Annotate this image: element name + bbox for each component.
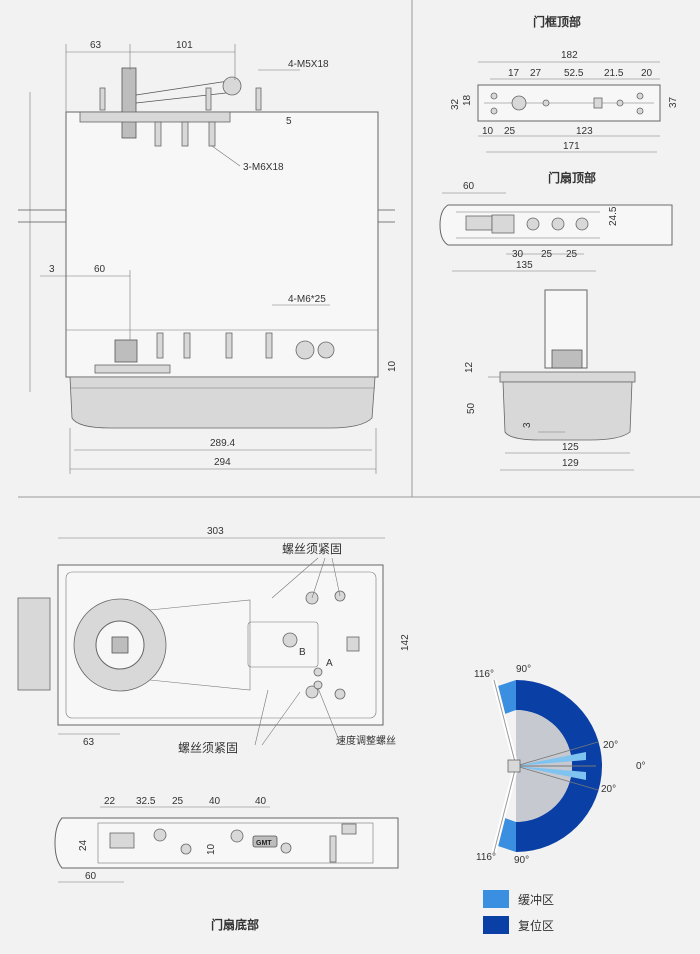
dim-60-leaftop: 60	[463, 181, 475, 192]
dim-125: 125	[562, 442, 579, 453]
dim-182: 182	[561, 50, 578, 61]
frame-top-view: 门框顶部 182 17 27 52.5 21.5 20 32 18 37 10 …	[450, 14, 679, 153]
leaf-bottom-view: 22 32.5 25 40 40 GMT 24 10 60 门扇底部	[54, 796, 399, 932]
side-view: 12 50 3 125 129	[464, 289, 636, 471]
legend-reset-swatch	[483, 916, 509, 934]
leaf-bottom-plate	[54, 817, 399, 869]
angle-90-top: 90°	[516, 664, 531, 675]
dim-18: 18	[462, 94, 473, 106]
legend: 缓冲区 复位区	[483, 890, 554, 934]
dim-171: 171	[563, 141, 580, 152]
dim-123: 123	[576, 126, 593, 137]
dim-10-bottom: 10	[206, 843, 217, 855]
legend-reset-label: 复位区	[518, 918, 554, 933]
dim-32: 32	[450, 98, 461, 110]
dim-21-5: 21.5	[604, 68, 624, 79]
dim-3-side: 3	[522, 422, 533, 428]
label-b: B	[299, 647, 306, 658]
dim-294: 294	[214, 457, 231, 468]
closer-casing	[69, 376, 376, 429]
angle-0: 0°	[636, 761, 646, 772]
dim-101: 101	[176, 40, 193, 51]
dim-25-b: 25	[566, 249, 578, 260]
buffer-zone-arc-bottom	[498, 818, 516, 852]
gmt-badge: GMT	[256, 840, 272, 847]
dim-289-4: 289.4	[210, 438, 235, 449]
leaf-top-title: 门扇顶部	[548, 170, 596, 185]
dim-30: 30	[512, 249, 524, 260]
screw-label-mid: 3-M6X18	[243, 162, 284, 173]
legend-buffer-swatch	[483, 890, 509, 908]
buffer-wedge-bottom	[516, 766, 586, 780]
dim-25-a: 25	[541, 249, 553, 260]
label-screw-tighten-top: 螺丝须紧固	[282, 542, 342, 556]
top-screw-row	[99, 87, 262, 147]
dim-63: 63	[90, 40, 102, 51]
dim-10: 10	[387, 360, 398, 372]
dim-37: 37	[668, 96, 679, 108]
dim-63-plan: 63	[83, 737, 95, 748]
dim-50: 50	[466, 402, 477, 414]
pivot-block	[114, 339, 138, 363]
dim-142: 142	[400, 634, 411, 651]
dim-20: 20	[641, 68, 653, 79]
reset-zone-arc	[516, 680, 602, 852]
bottom-screw-row	[156, 332, 273, 359]
dim-24-5: 24.5	[608, 206, 619, 226]
dim-32-5: 32.5	[136, 796, 156, 807]
angle-diagram: 116° 90° 20° 0° 20° 116° 90°	[474, 664, 646, 866]
closer-housing-outline	[65, 111, 379, 378]
leaf-top-view: 门扇顶部 60 24.5 30 25 25 135	[439, 170, 673, 272]
angle-90-bottom: 90°	[514, 855, 529, 866]
dim-40-a: 40	[209, 796, 221, 807]
dim-10-frame: 10	[482, 126, 494, 137]
angle-20-bottom: 20°	[601, 784, 616, 795]
dim-5: 5	[286, 116, 292, 127]
angle-116-bottom: 116°	[476, 852, 496, 863]
dim-25-frame: 25	[504, 126, 516, 137]
front-elevation-view: 63 101 4-M5X18 5 3-M6X18 3 60 4-M6*25 10…	[18, 40, 398, 474]
label-speed-screw: 速度调整螺丝	[336, 734, 396, 747]
screw-label-top: 4-M5X18	[288, 59, 329, 70]
dim-129: 129	[562, 458, 579, 469]
dim-17: 17	[508, 68, 520, 79]
dim-24: 24	[78, 839, 89, 851]
angle-116-top: 116°	[474, 669, 494, 680]
frame-top-title: 门框顶部	[533, 14, 581, 29]
dim-135: 135	[516, 260, 533, 271]
dim-303: 303	[207, 526, 224, 537]
buffer-wedge-top	[516, 752, 586, 766]
dim-25-bottom: 25	[172, 796, 184, 807]
top-pivot-arm	[121, 67, 137, 139]
angle-20-top: 20°	[603, 740, 618, 751]
dim-27: 27	[530, 68, 542, 79]
leaf-bottom-title: 门扇底部	[211, 917, 259, 932]
plan-end-block	[17, 597, 51, 691]
dim-12: 12	[464, 361, 475, 373]
plan-view: 303 B A 螺丝须紧固 螺丝须紧固 速度调整螺丝 142 63	[17, 526, 411, 755]
dim-40-b: 40	[255, 796, 267, 807]
dim-60-bottom: 60	[85, 871, 97, 882]
screw-label-bottom: 4-M6*25	[288, 294, 326, 305]
dim-3: 3	[49, 264, 55, 275]
dim-22: 22	[104, 796, 116, 807]
side-casing	[502, 381, 633, 441]
dim-60: 60	[94, 264, 106, 275]
buffer-zone-arc-top	[498, 680, 516, 714]
legend-buffer-label: 缓冲区	[518, 892, 554, 907]
label-a: A	[326, 658, 333, 669]
label-screw-tighten-bottom: 螺丝须紧固	[178, 741, 238, 755]
dim-52-5: 52.5	[564, 68, 584, 79]
